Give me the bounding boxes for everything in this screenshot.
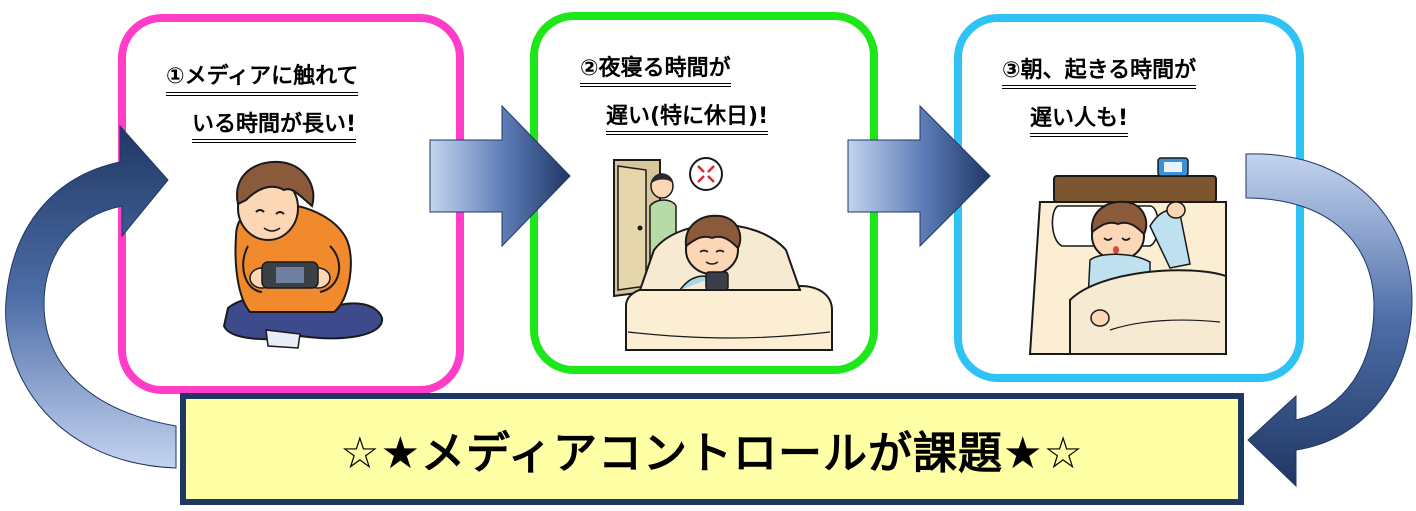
boy-playing-game-illustration bbox=[222, 160, 384, 349]
panel-3-caption-line-2: 遅い人も! bbox=[1030, 108, 1129, 137]
summary-banner-text: ☆★メディアコントロールが課題★☆ bbox=[340, 428, 1084, 479]
summary-banner: ☆★メディアコントロールが課題★☆ bbox=[180, 393, 1244, 505]
boy-in-bed-illustration bbox=[613, 157, 833, 351]
panel-1-line-1-text: ①メディアに触れて bbox=[166, 64, 359, 96]
panel-3-caption-line-1: ③朝、起きる時間が bbox=[1002, 60, 1197, 89]
panel-2-caption-line-1: ②夜寝る時間が bbox=[580, 58, 731, 87]
curved-arrow-left bbox=[5, 124, 177, 469]
panel-2-caption-line-2: 遅い(特に休日)! bbox=[606, 106, 769, 135]
curved-arrow-right bbox=[1245, 153, 1413, 488]
panel-1-caption-line-1: ①メディアに触れて bbox=[166, 64, 359, 96]
arrow-right-2-to-3 bbox=[847, 104, 991, 248]
panel-1-caption-line-2: いる時間が長い! bbox=[192, 114, 357, 143]
boy-sleeping-illustration bbox=[1028, 157, 1227, 355]
arrow-right-1-to-2 bbox=[429, 104, 571, 248]
